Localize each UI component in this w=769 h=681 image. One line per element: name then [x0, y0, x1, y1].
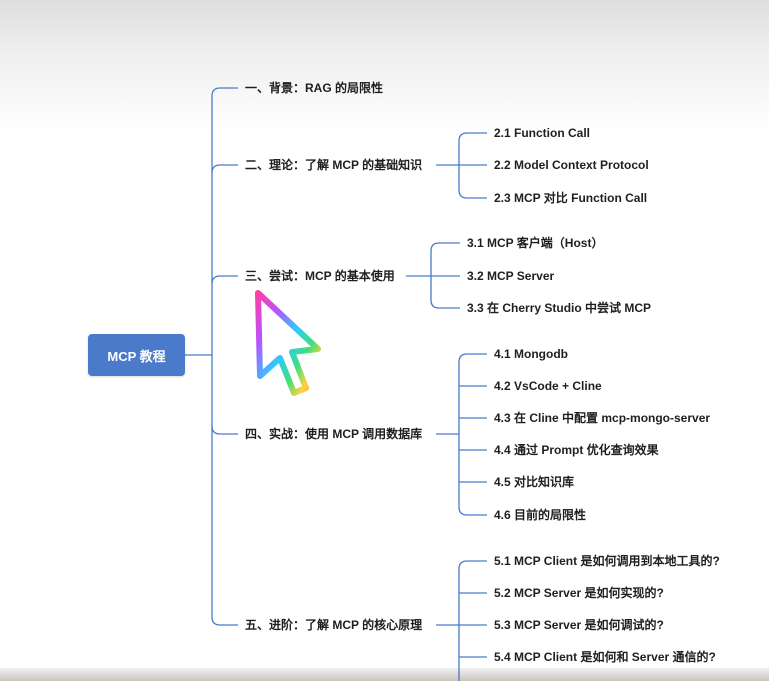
topic-3-1[interactable]: 3.1 MCP 客户端（Host）	[467, 236, 604, 250]
branch-practice[interactable]: 四、实战：使用 MCP 调用数据库	[245, 427, 423, 441]
branch-advanced[interactable]: 五、进阶：了解 MCP 的核心原理	[245, 618, 423, 632]
connector-branch-2	[211, 164, 238, 174]
arrow-pointer-icon	[255, 290, 321, 396]
topic-2-2[interactable]: 2.2 Model Context Protocol	[494, 158, 649, 172]
topic-4-5[interactable]: 4.5 对比知识库	[494, 475, 575, 489]
topic-5-4[interactable]: 5.4 MCP Client 是如何和 Server 通信的?	[494, 650, 716, 664]
topic-3-2[interactable]: 3.2 MCP Server	[467, 269, 555, 283]
topic-4-3[interactable]: 4.3 在 Cline 中配置 mcp-mongo-server	[494, 411, 711, 425]
connector-b4-vertical	[458, 353, 487, 516]
branch-background[interactable]: 一、背景：RAG 的局限性	[245, 81, 384, 95]
connector-branch-4	[211, 425, 238, 435]
bottom-shade	[0, 668, 769, 681]
topic-4-2[interactable]: 4.2 VsCode + Cline	[494, 379, 602, 393]
topic-4-6[interactable]: 4.6 目前的局限性	[494, 508, 587, 522]
top-shade	[0, 0, 769, 130]
topic-5-3[interactable]: 5.3 MCP Server 是如何调试的?	[494, 618, 664, 632]
branch-try[interactable]: 三、尝试：MCP 的基本使用	[245, 269, 395, 283]
topic-5-2[interactable]: 5.2 MCP Server 是如何实现的?	[494, 586, 664, 600]
topic-2-1[interactable]: 2.1 Function Call	[494, 126, 591, 140]
branch-theory[interactable]: 二、理论：了解 MCP 的基础知识	[245, 158, 423, 172]
connector-branch-3	[211, 275, 238, 285]
connector-b3-vertical	[430, 242, 460, 309]
connector-trunk	[211, 87, 221, 626]
connector-b5-vertical	[458, 560, 487, 681]
topic-4-4[interactable]: 4.4 通过 Prompt 优化查询效果	[494, 443, 659, 457]
topic-5-1[interactable]: 5.1 MCP Client 是如何调用到本地工具的?	[494, 554, 720, 568]
root-node[interactable]: MCP 教程	[88, 334, 185, 376]
topic-4-1[interactable]: 4.1 Mongodb	[494, 347, 568, 361]
connector-b2-vertical	[458, 132, 487, 199]
topic-3-3[interactable]: 3.3 在 Cherry Studio 中尝试 MCP	[467, 301, 652, 315]
topic-2-3[interactable]: 2.3 MCP 对比 Function Call	[494, 191, 648, 205]
root-label: MCP 教程	[107, 348, 166, 364]
